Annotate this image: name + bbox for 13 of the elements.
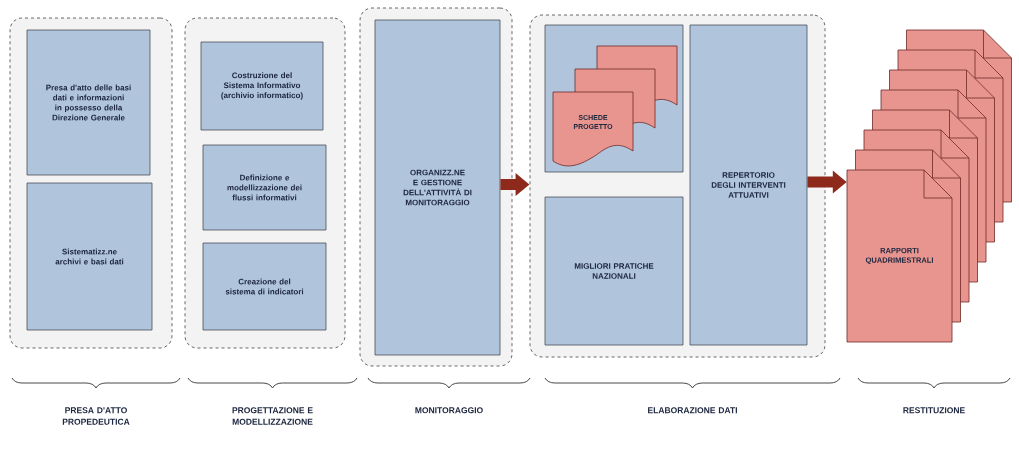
process-box: Sistematizz.ne archivi e basi dati <box>26 182 153 331</box>
process-box: MIGLIORI PRATICHE NAZIONALI <box>544 196 684 346</box>
process-box: REPERTORIO DEGLI INTERVENTI ATTUATIVI <box>689 24 808 346</box>
phase-label: MONITORAGGIO <box>415 407 483 414</box>
process-box: Creazione del sistema di indicatori <box>202 242 327 331</box>
phase-label: RESTITUZIONE <box>903 407 965 414</box>
process-box: Definizione e modellizzazione dei flussi informativi <box>202 144 327 231</box>
phase-label: PRESA D'ATTO PROPEDEUTICA <box>62 407 130 425</box>
process-box: Costruzione del Sistema Informativo (archivio informatico) <box>200 41 324 131</box>
process-box: ORGANIZZ.NE E GESTIONE DELL'ATTIVITÀ DI MONITORAGGIO <box>374 19 501 356</box>
process-box: Presa d'atto delle basi dati e informazioni in possesso della Direzione Generale <box>26 29 151 176</box>
phase-label: PROGETTAZIONE E MODELLIZZAZIONE <box>232 407 313 425</box>
phase-label: ELABORAZIONE DATI <box>648 407 737 414</box>
